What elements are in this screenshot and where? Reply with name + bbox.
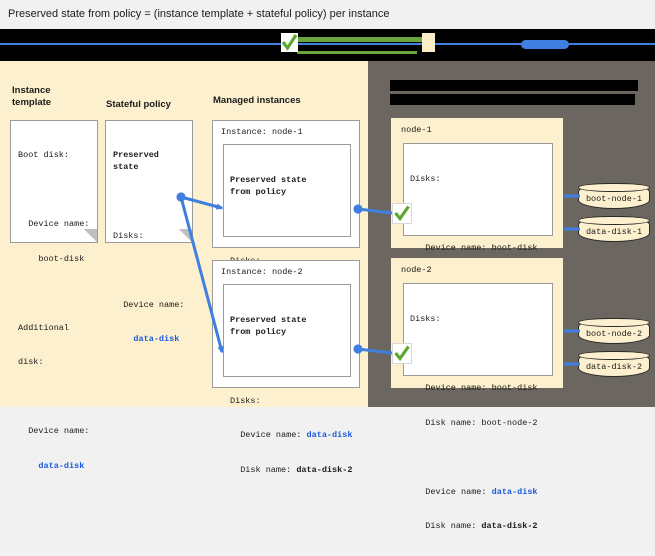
disk-cylinder-label: data-disk-1 [585, 227, 643, 237]
disk-cylinder-label: boot-node-1 [585, 194, 643, 204]
preserved-state-inner-node-2: Preserved state from policy Disks: Devic… [223, 284, 352, 475]
disk-cylinder-data-disk-2: data-disk-2 [578, 351, 650, 377]
right-header-redaction-line-2 [390, 94, 635, 105]
green-check-icon-node-2 [392, 343, 412, 364]
inner-disks-label: Disks: [230, 395, 261, 406]
stateful-policy-title: Stateful policy [106, 99, 171, 110]
node-panel-node-1: node-1 Disks: Device name: boot-disk Dis… [391, 118, 563, 391]
node-disks-card-node-2: Disks: Device name: boot-disk Disk name:… [403, 283, 553, 531]
legend-cream-swatch [422, 33, 435, 52]
boot-disk-label: Boot disk: [18, 150, 70, 160]
disk-cylinder-boot-node-1: boot-node-1 [578, 183, 650, 209]
preserved-state-inner-node-1: Preserved state from policy Disks: Devic… [223, 144, 352, 335]
node-boot-device-label: Device name: [410, 383, 492, 393]
node-disks-label: Disks: [410, 314, 441, 324]
managed-instance-header-node-1: Instance: node-1 [221, 127, 303, 137]
note-fold-corner-icon [179, 229, 193, 243]
inner-disk-name-value: data-disk-2 [296, 464, 353, 475]
diagram-root: Preserved state from policy = (instance … [0, 0, 655, 531]
node-boot-disk-label: Disk name: [410, 417, 482, 428]
legend-band-redacted [0, 29, 655, 61]
policy-device-name-label: Device name: [113, 299, 185, 310]
node-data-disk-value: data-disk-2 [481, 521, 538, 531]
node-data-disk-label: Disk name: [410, 521, 482, 531]
managed-instance-header-node-2: Instance: node-2 [221, 267, 303, 277]
disk-cylinder-label: data-disk-2 [585, 362, 643, 372]
node-boot-device-value: boot-disk [491, 243, 538, 253]
instance-template-title: Instance template [12, 85, 52, 108]
additional-disk-label-2: disk: [18, 357, 44, 367]
inner-device-name-label: Device name: [230, 430, 307, 440]
right-header-redaction-line-1 [390, 80, 638, 91]
policy-device-name-value: data-disk [113, 334, 180, 344]
legend-green-line-secondary [297, 51, 417, 54]
disk-cylinder-label: boot-node-2 [585, 329, 643, 339]
stateful-policy-card: Preserved state Disks: Device name: data… [105, 120, 193, 344]
note-fold-corner-icon [84, 229, 98, 243]
boot-device-name-label: Device name: [18, 219, 90, 229]
inner-heading: Preserved state from policy [230, 315, 307, 337]
node-disks-label: Disks: [410, 174, 441, 184]
legend-blue-line [0, 43, 655, 45]
legend-check-icon [281, 33, 298, 52]
node-title-node-2: node-2 [401, 265, 432, 275]
additional-disk-label-1: Additional [18, 322, 70, 333]
additional-device-name-label: Device name: [18, 426, 90, 436]
managed-instances-heading: Managed instances [213, 95, 301, 106]
node-title-node-1: node-1 [401, 125, 432, 135]
instance-template-card: Boot disk: Device name: boot-disk Additi… [10, 120, 98, 471]
node-data-device-label: Device name: [410, 486, 492, 497]
node-panel-node-2: node-2 Disks: Device name: boot-disk Dis… [391, 258, 563, 531]
node-boot-device-value: boot-disk [491, 383, 538, 393]
preserved-state-heading: Preserved state [113, 150, 159, 172]
boot-device-name-value: boot-disk [18, 253, 85, 264]
additional-device-name-value: data-disk [18, 460, 85, 471]
managed-instance-box-node-2: Instance: node-2 Preserved state from po… [212, 260, 360, 475]
disk-cylinder-boot-node-2: boot-node-2 [578, 318, 650, 344]
policy-disks-label: Disks: [113, 230, 144, 241]
node-data-device-value: data-disk [491, 486, 538, 497]
inner-device-name-value: data-disk [306, 430, 353, 440]
green-check-icon-node-1 [392, 203, 412, 224]
inner-disk-name-label: Disk name: [230, 464, 297, 475]
page-title: Preserved state from policy = (instance … [0, 0, 655, 29]
legend-green-line [290, 37, 425, 42]
node-boot-disk-value: boot-node-2 [481, 417, 538, 428]
disk-cylinder-data-disk-1: data-disk-1 [578, 216, 650, 242]
node-disks-card-node-1: Disks: Device name: boot-disk Disk name:… [403, 143, 553, 391]
node-boot-device-label: Device name: [410, 243, 492, 253]
legend-blue-blob [521, 40, 569, 49]
managed-instance-box-node-1: Instance: node-1 Preserved state from po… [212, 120, 360, 335]
inner-heading: Preserved state from policy [230, 175, 307, 197]
